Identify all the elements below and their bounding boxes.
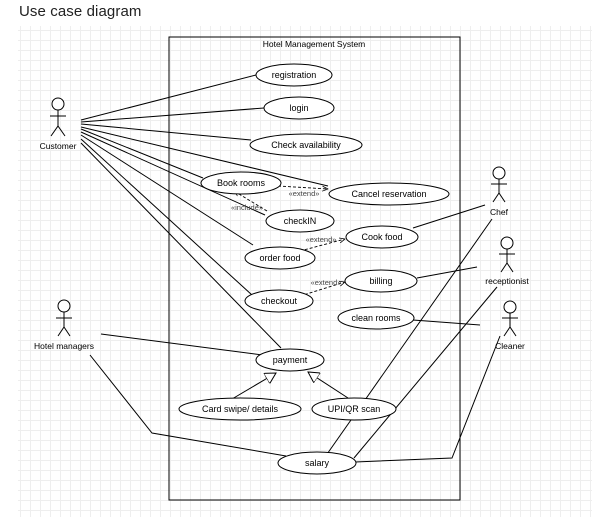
actor-receptionist[interactable]: receptionist xyxy=(485,236,529,286)
extend-label-cancel: «extend» xyxy=(289,189,320,198)
actor-label-cleaner: Cleaner xyxy=(495,341,525,351)
actor-customer[interactable]: Customer xyxy=(40,97,77,151)
actor-hotel-managers[interactable]: Hotel managers xyxy=(34,299,94,351)
include-label-checkin: «include» xyxy=(231,203,263,212)
actor-label-receptionist: receptionist xyxy=(485,276,529,286)
use-case-book-rooms[interactable]: Book rooms xyxy=(200,171,282,195)
use-case-label: UPI/QR scan xyxy=(328,404,381,414)
use-case-registration[interactable]: registration xyxy=(255,63,333,87)
use-case-label: order food xyxy=(259,253,300,263)
use-case-label: checkout xyxy=(261,296,298,306)
actor-cleaner[interactable]: Cleaner xyxy=(495,300,525,351)
actor-label-chef: Chef xyxy=(490,207,509,217)
use-case-order-food[interactable]: order food xyxy=(244,246,316,270)
staff-associations xyxy=(89,204,501,463)
system-label: Hotel Management System xyxy=(263,39,366,49)
use-case-label: Cancel reservation xyxy=(351,189,426,199)
use-case-cook-food[interactable]: Cook food xyxy=(345,225,419,249)
use-case-label: Book rooms xyxy=(217,178,266,188)
actor-label-hotel-managers: Hotel managers xyxy=(34,341,94,351)
extend-label-billing: «extend» xyxy=(311,278,342,287)
use-case-label: Check availability xyxy=(271,140,341,150)
use-case-card-swipe[interactable]: Card swipe/ details xyxy=(178,397,302,421)
use-case-salary[interactable]: salary xyxy=(277,451,357,475)
use-case-payment[interactable]: payment xyxy=(255,348,325,372)
use-case-label: checkIN xyxy=(284,216,317,226)
stick-figure-icon xyxy=(56,299,72,337)
use-case-label: Cook food xyxy=(361,232,402,242)
use-case-label: Card swipe/ details xyxy=(202,404,279,414)
stick-figure-icon xyxy=(502,300,518,337)
diagram-canvas xyxy=(18,26,592,517)
use-case-label: login xyxy=(289,103,308,113)
use-case-label: billing xyxy=(369,276,392,286)
use-case-upi-qr[interactable]: UPI/QR scan xyxy=(311,397,397,421)
use-case-label: clean rooms xyxy=(351,313,401,323)
stick-figure-icon xyxy=(499,236,515,273)
system-boundary xyxy=(168,36,461,501)
customer-associations xyxy=(80,74,329,349)
actor-chef[interactable]: Chef xyxy=(490,166,509,217)
use-case-cancel-reservation[interactable]: Cancel reservation xyxy=(328,182,450,206)
extend-label-cook: «extend» xyxy=(306,235,337,244)
use-case-checkout[interactable]: checkout xyxy=(244,289,314,313)
use-case-check-availability[interactable]: Check availability xyxy=(249,133,363,157)
generalization-arrows xyxy=(231,372,349,400)
actor-label-customer: Customer xyxy=(40,141,77,151)
use-case-billing[interactable]: billing xyxy=(344,269,418,293)
use-case-clean-rooms[interactable]: clean rooms xyxy=(337,306,415,330)
use-case-label: salary xyxy=(305,458,330,468)
page-title: Use case diagram xyxy=(19,3,142,20)
use-case-checkin[interactable]: checkIN xyxy=(265,209,335,233)
use-case-login[interactable]: login xyxy=(263,96,335,120)
use-case-label: registration xyxy=(272,70,317,80)
use-case-label: payment xyxy=(273,355,308,365)
stick-figure-icon xyxy=(50,97,66,137)
stick-figure-icon xyxy=(491,166,507,203)
